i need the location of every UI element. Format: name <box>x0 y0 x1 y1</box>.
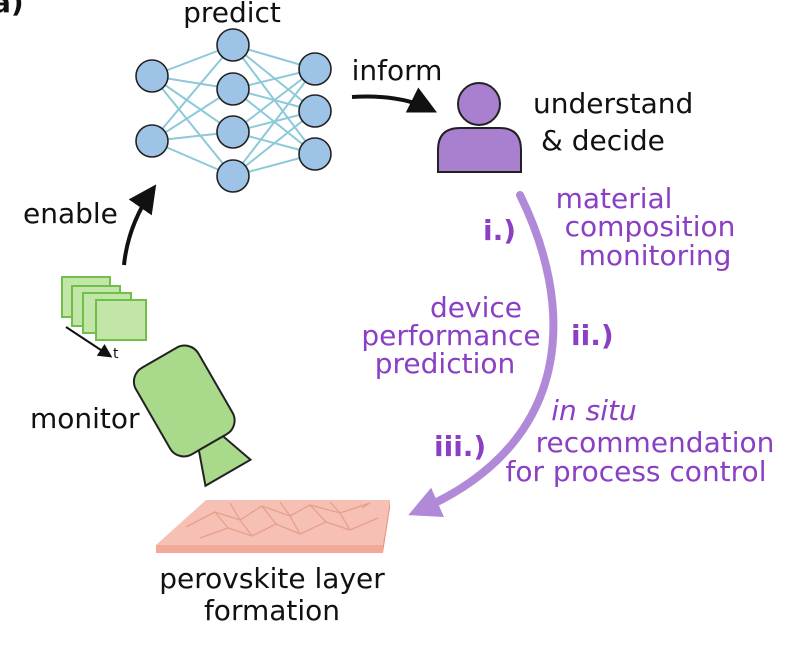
sample-label-line1: perovskite layer <box>159 562 385 595</box>
time-axis-label: t <box>113 346 119 362</box>
time-arrow <box>65 326 113 358</box>
predict-label: predict <box>183 0 281 29</box>
neural-network-icon <box>135 28 332 193</box>
app-iii-line3: for process control <box>506 455 767 488</box>
network-edge <box>232 110 316 177</box>
app-i-line3: monitoring <box>579 239 732 272</box>
network-node <box>135 59 169 93</box>
network-node <box>216 72 250 106</box>
network-edge <box>232 68 316 133</box>
network-node <box>135 124 169 158</box>
app-i-line1: material <box>556 182 673 215</box>
network-node <box>298 52 332 86</box>
person-icon <box>437 82 522 173</box>
camera-icon <box>132 344 253 488</box>
app-ii-line1: device <box>430 291 522 324</box>
enable-label: enable <box>23 197 118 230</box>
numeral-iii: iii.) <box>434 430 486 463</box>
panel-label: a) <box>0 0 24 19</box>
network-edge <box>151 75 234 177</box>
numeral-i: i.) <box>483 214 516 247</box>
app-ii-line3: prediction <box>375 347 515 380</box>
app-iii-line1: in situ <box>551 394 637 427</box>
perovskite-film-icon <box>156 500 390 553</box>
network-node <box>216 115 250 149</box>
numeral-ii: ii.) <box>571 319 614 352</box>
process-arc-arrow <box>408 191 558 517</box>
network-edge <box>151 44 234 142</box>
monitor-label: monitor <box>30 402 140 435</box>
decide-label: & decide <box>541 124 665 157</box>
inform-arrow <box>351 87 438 113</box>
network-node <box>298 94 332 128</box>
enable-arrow <box>122 184 157 266</box>
app-ii-line2: performance <box>361 319 540 352</box>
app-i-line2: composition <box>565 210 736 243</box>
understand-label: understand <box>533 87 693 120</box>
inform-label: inform <box>352 54 443 87</box>
app-iii-line2: recommendation <box>536 426 775 459</box>
network-edge <box>232 68 316 177</box>
sample-label-line2: formation <box>204 594 340 627</box>
network-node <box>216 159 250 193</box>
video-frames-icon <box>61 276 147 341</box>
network-node <box>216 28 250 62</box>
network-node <box>298 137 332 171</box>
